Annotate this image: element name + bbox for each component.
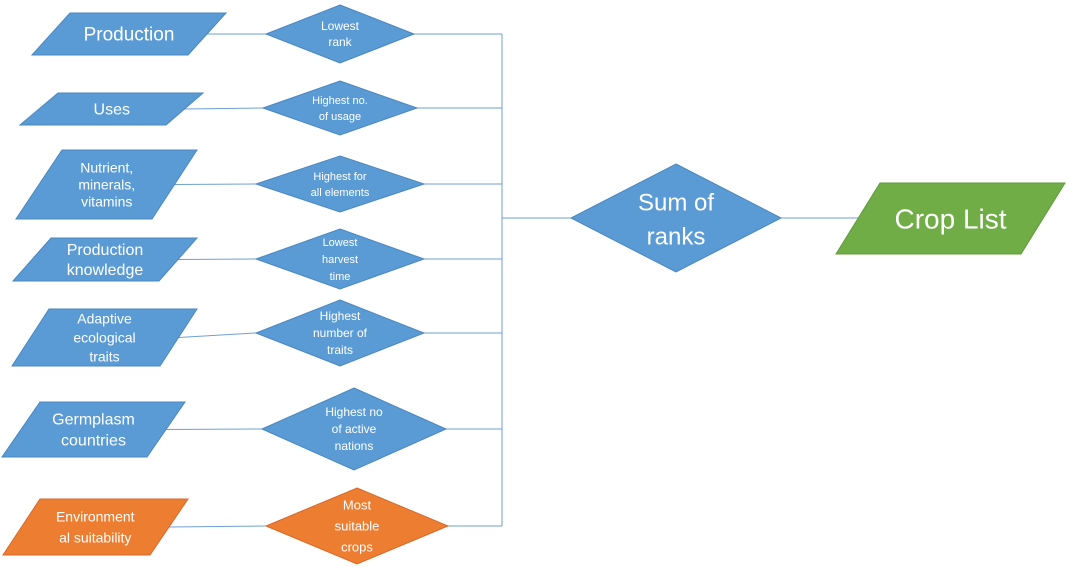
sum-label-line-2: ranks — [647, 223, 706, 250]
sum-diamond — [569, 163, 783, 273]
input-label-line-2: minerals, — [78, 176, 135, 192]
sum-of-ranks-node: Sum of ranks — [569, 163, 783, 273]
input-connector — [174, 183, 257, 185]
input-label-line-1: Nutrient, — [80, 159, 133, 175]
criterion-diamond — [254, 155, 426, 213]
input-parallelogram — [11, 237, 199, 282]
criterion-label-line-3: nations — [335, 439, 374, 453]
input-connector — [168, 525, 267, 528]
criterion-label-line-3: crops — [341, 540, 373, 555]
criterion-label-line-2: of usage — [319, 111, 361, 123]
input-label-line-1: Production — [84, 25, 175, 46]
input-label-line-1: Adaptive — [77, 310, 132, 326]
input-node: Adaptive ecological traits — [11, 308, 198, 367]
criterion-label-line-3: traits — [327, 343, 353, 357]
criterion-node: Highest no of active nations — [260, 387, 448, 471]
criterion-diamond — [264, 487, 450, 565]
criterion-label-line-1: Lowest — [321, 19, 360, 33]
criterion-node: Highest for all elements — [254, 155, 426, 213]
input-label-line-1: Environment — [56, 508, 135, 524]
criterion-label-line-1: Lowest — [323, 237, 358, 249]
criterion-diamond — [254, 299, 426, 367]
criterion-label-line-2: number of — [313, 326, 368, 340]
connector-lines — [165, 33, 862, 528]
criterion-label-line-1: Highest for — [313, 171, 367, 183]
criterion-diamond — [264, 4, 416, 64]
input-label-line-1: Uses — [94, 102, 130, 119]
criterion-label-line-1: Highest no. — [312, 95, 368, 107]
input-connector — [178, 332, 257, 338]
input-parallelogram — [2, 498, 189, 556]
input-parallelogram — [15, 149, 198, 220]
input-label-line-1: Germplasm — [52, 412, 135, 429]
criterion-label-line-2: harvest — [322, 254, 358, 266]
criterion-label-line-2: rank — [328, 35, 352, 49]
input-node: Uses — [18, 92, 205, 126]
criterion-label-line-2: all elements — [311, 187, 370, 199]
input-label-line-3: vitamins — [81, 193, 132, 209]
criterion-label-line-1: Highest — [320, 309, 361, 323]
input-node: Production knowledge — [11, 237, 199, 282]
criterion-label-line-3: time — [330, 271, 351, 283]
sum-label-line-1: Sum of — [638, 189, 714, 216]
criterion-diamond — [260, 387, 448, 471]
criterion-diamond — [261, 80, 419, 136]
criterion-node: Lowest rank — [264, 4, 416, 64]
input-parallelogram — [1, 401, 186, 458]
input-parallelogram — [11, 308, 198, 367]
input-parallelogram — [18, 92, 205, 126]
criterion-label-line-2: of active — [332, 422, 377, 436]
criterion-node: Lowest harvest time — [254, 228, 426, 290]
criterion-label-line-1: Most — [343, 498, 372, 513]
criterion-label-line-2: suitable — [335, 519, 380, 534]
input-parallelogram — [30, 12, 228, 56]
input-node: Production — [30, 12, 228, 56]
input-label-line-2: countries — [61, 433, 126, 450]
output-label-line-1: Crop List — [894, 203, 1006, 234]
output-parallelogram — [835, 182, 1066, 255]
input-connector — [184, 107, 264, 110]
input-connector — [177, 258, 257, 260]
crop-list-node: Crop List — [835, 182, 1066, 255]
criterion-diamond — [254, 228, 426, 290]
input-label-line-2: ecological — [73, 329, 135, 345]
criterion-node: Highest number of traits — [254, 299, 426, 367]
input-label-line-1: Production — [67, 242, 144, 259]
criterion-node: Most suitable crops — [264, 487, 450, 565]
criterion-node: Highest no. of usage — [261, 80, 419, 136]
input-label-line-2: al suitability — [59, 529, 131, 545]
input-node: Environment al suitability — [2, 498, 189, 556]
input-connector — [165, 428, 263, 430]
input-node: Nutrient,minerals,vitamins — [15, 149, 198, 220]
input-label-line-3: traits — [89, 348, 119, 364]
input-node: Germplasm countries — [1, 401, 186, 458]
criterion-label-line-1: Highest no — [325, 405, 383, 419]
input-label-line-2: knowledge — [67, 262, 144, 279]
flowchart-shapes: ProductionUsesNutrient,minerals,vitamins… — [1, 4, 1066, 565]
